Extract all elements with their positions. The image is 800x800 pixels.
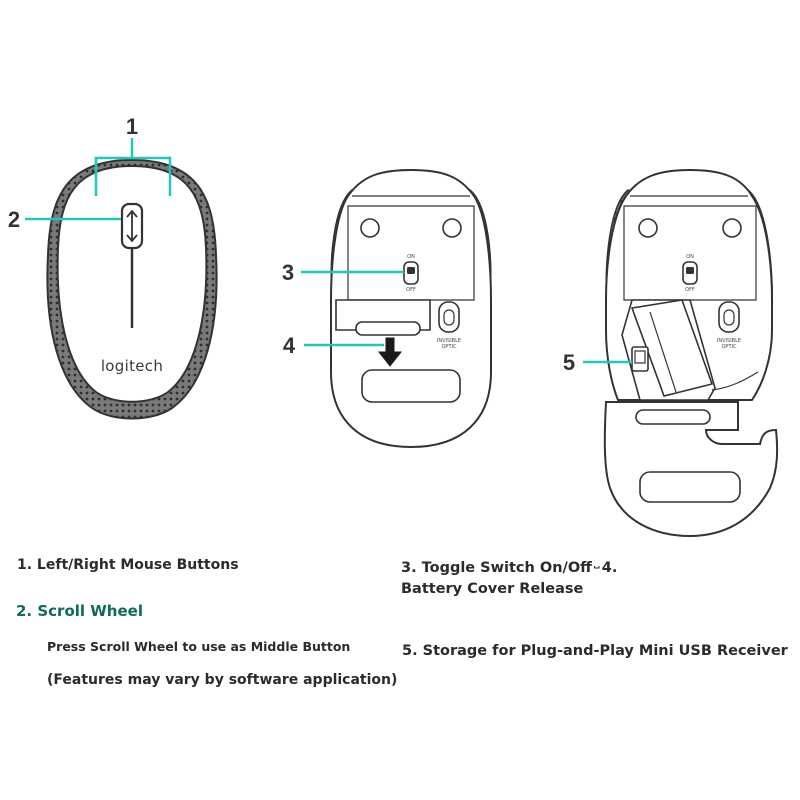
mouse-logo: logitech bbox=[101, 357, 163, 375]
battery bbox=[630, 299, 714, 397]
bottom-open-ridge bbox=[711, 371, 759, 391]
callout-5-label: 5 bbox=[563, 350, 575, 375]
open-sensor-label-2: OPTIC bbox=[722, 344, 737, 350]
callout-4: 4 bbox=[283, 333, 384, 358]
callout-1: 1 bbox=[94, 114, 172, 196]
open-on-off-switch-knob bbox=[686, 267, 694, 274]
callout-3-label: 3 bbox=[282, 260, 294, 285]
sensor-lens bbox=[443, 309, 455, 326]
callout-3: 3 bbox=[282, 260, 404, 285]
legend-item-4-number: 4. bbox=[601, 560, 618, 576]
callout-5: 5 bbox=[563, 350, 632, 375]
legend-features-note: (Features may vary by software applicati… bbox=[47, 672, 398, 688]
bottom-open-foot-right bbox=[722, 218, 742, 238]
detached-cover-pad bbox=[639, 471, 741, 503]
battery-release-arrow-icon bbox=[377, 337, 403, 367]
battery-seam bbox=[649, 311, 677, 393]
bottom-closed-inner-plate bbox=[347, 205, 475, 301]
callout-2: 2 bbox=[8, 207, 121, 232]
legend-item-battery-release: Battery Cover Release bbox=[401, 581, 584, 597]
open-switch-off-label: OFF bbox=[685, 287, 695, 293]
battery-cover-slot bbox=[355, 321, 421, 336]
legend-item-usb-storage: 5. Storage for Plug-and-Play Mini USB Re… bbox=[402, 643, 788, 659]
callout-4-label: 4 bbox=[283, 333, 296, 358]
callout-2-label: 2 bbox=[8, 207, 20, 232]
bottom-closed-foot-left bbox=[360, 218, 380, 238]
bottom-closed-foot-right bbox=[442, 218, 462, 238]
legend-item-buttons: 1. Left/Right Mouse Buttons bbox=[17, 557, 239, 573]
legend-items-switch-battery: 3. Toggle Switch On/Off⎵4. Battery Cover… bbox=[401, 553, 618, 600]
callout-1-label: 1 bbox=[126, 114, 138, 139]
bottom-open-inner-plate bbox=[623, 205, 757, 301]
sensor-label-2: OPTIC bbox=[442, 344, 457, 350]
open-sensor-lens bbox=[723, 309, 735, 326]
legend-item-toggle-switch: 3. Toggle Switch On/Off bbox=[401, 560, 592, 576]
open-switch-on-label: ON bbox=[686, 254, 694, 260]
legend-separator-mark: ⎵ bbox=[593, 553, 600, 569]
switch-on-label: ON bbox=[407, 254, 415, 260]
bottom-open-foot-left bbox=[638, 218, 658, 238]
legend-item-scroll-wheel: 2. Scroll Wheel bbox=[16, 602, 143, 620]
mouse-top-view: logitech bbox=[46, 158, 218, 420]
usb-receiver[interactable] bbox=[634, 350, 646, 364]
switch-off-label: OFF bbox=[406, 287, 416, 293]
mouse-diagram: logitech 1 2 ON OFF INVISIBLE OP bbox=[8, 114, 779, 538]
scroll-arrows-icon bbox=[126, 209, 138, 243]
mouse-bottom-closed: ON OFF INVISIBLE OPTIC bbox=[330, 168, 492, 449]
legend-scroll-wheel-note: Press Scroll Wheel to use as Middle Butt… bbox=[47, 639, 351, 654]
sensor-label-1: INVISIBLE bbox=[437, 338, 461, 344]
detached-cover-slot bbox=[635, 409, 711, 425]
on-off-switch-knob bbox=[407, 267, 415, 274]
open-sensor-label-1: INVISIBLE bbox=[717, 338, 741, 344]
callout-1-bracket bbox=[94, 138, 172, 196]
bottom-closed-pad bbox=[361, 369, 461, 403]
mouse-bottom-open: ON OFF INVISIBLE OPTIC bbox=[603, 168, 779, 538]
